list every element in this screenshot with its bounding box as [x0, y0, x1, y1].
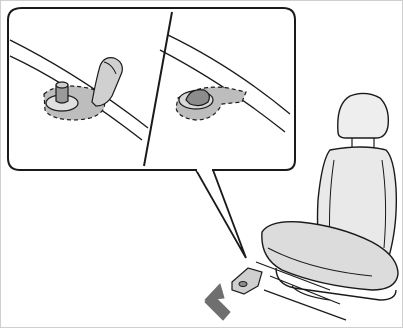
pointer-arrow: [205, 284, 230, 320]
callout-box: [8, 8, 295, 258]
headrest: [338, 93, 389, 138]
floor-anchor: [232, 268, 262, 294]
callout-pointer: [196, 170, 246, 258]
